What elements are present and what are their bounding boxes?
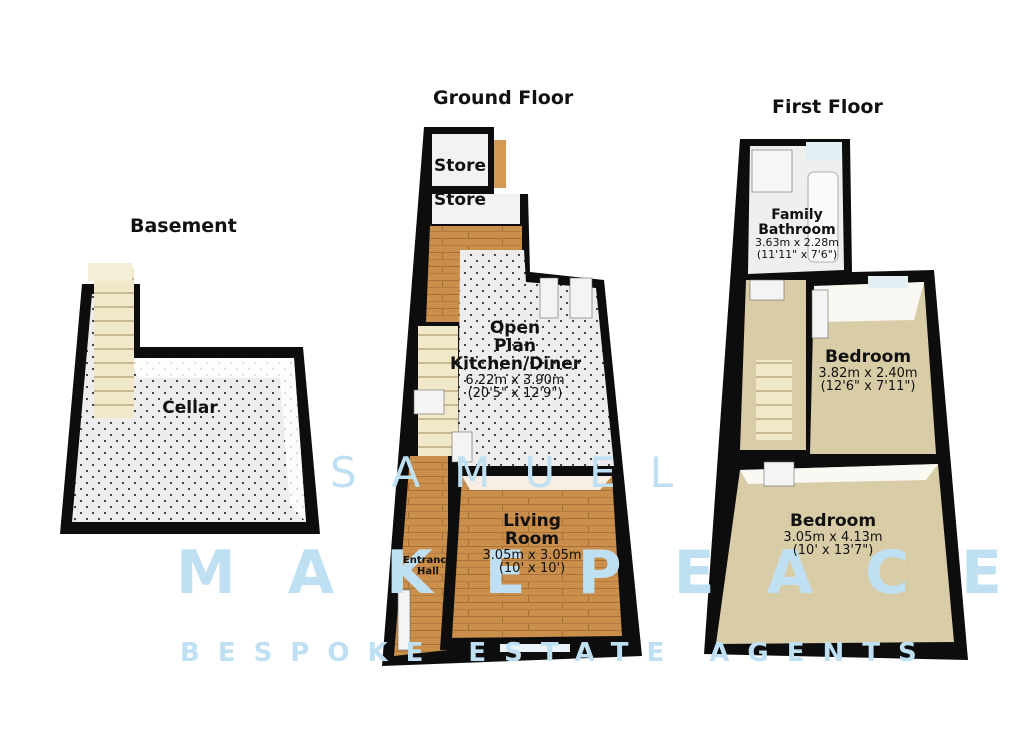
bathroom-shower (751, 149, 793, 193)
bathroom-name-1: Family (771, 207, 823, 223)
bedroom-large-imperial: (10' x 13'7") (792, 543, 874, 559)
cellar-inner-wall-shade (130, 358, 294, 378)
bathroom-window (806, 142, 842, 160)
bedroom-large-floor (716, 464, 954, 644)
kitchen-name-2: Plan (494, 335, 536, 356)
kitchen-diner-label: Open Plan Kitchen/Diner 6.22m x 3.90m (2… (450, 318, 582, 402)
bathroom-metric: 3.63m x 2.28m (755, 236, 839, 250)
kitchen-metric: 6.22m x 3.90m (465, 372, 565, 388)
first-floor-title: First Floor (772, 96, 883, 118)
bathroom-imperial: (11'11" x 7'6") (756, 247, 838, 261)
living-room-floor (452, 476, 622, 638)
entrance-hall-label: Entrance Hall (400, 555, 456, 577)
bathroom-door (749, 279, 785, 301)
ground-floor-plan (382, 127, 642, 666)
store-upper-label: Store (428, 156, 492, 176)
bedroom-small-name: Bedroom (824, 347, 912, 367)
living-name-1: Living (503, 511, 561, 531)
cellar-stairs-top (88, 263, 132, 281)
kitchen-name-1: Open (489, 318, 541, 338)
watermark-line-1: SAMUEL (330, 448, 708, 497)
living-room-wall-shade (462, 476, 612, 490)
basement-plan (60, 263, 320, 534)
store-upper-name: Store (434, 156, 486, 176)
bedroom-large-metric: 3.05m x 4.13m (783, 529, 883, 545)
bedroom-small-metric: 3.82m x 2.40m (818, 365, 918, 381)
store-lower-floor (432, 194, 520, 224)
cellar-label: Cellar (150, 398, 230, 418)
living-name-2: Room (504, 528, 560, 549)
bedroom-small-door (811, 289, 829, 339)
bathroom-label: Family Bathroom 3.63m x 2.28m (11'11" x … (744, 208, 850, 260)
cellar-name: Cellar (162, 398, 218, 418)
watermark-line-2: MAKEPEACE (176, 538, 1024, 608)
living-window (500, 644, 570, 652)
bedroom-large-name: Bedroom (789, 511, 877, 531)
cellar-stairs (94, 268, 134, 418)
store-upper-floor (432, 134, 488, 186)
store-lower-label: Store (428, 190, 492, 210)
first-stairs (756, 360, 792, 440)
bedroom-small-wall-shade (814, 282, 924, 322)
bedroom-door (763, 461, 795, 487)
living-door (451, 431, 473, 463)
living-imperial: (10' x 10') (498, 561, 566, 577)
ground-floor-title: Ground Floor (433, 87, 574, 109)
cellar-side-wall-shade (280, 358, 306, 522)
basement-title: Basement (130, 215, 237, 237)
bedroom-large-label: Bedroom 3.05m x 4.13m (10' x 13'7") (770, 511, 896, 559)
watermark-line-3: BESPOKE ESTATE AGENTS (180, 638, 935, 668)
kitchen-name-3: Kitchen/Diner (450, 353, 582, 374)
bathroom-bath (807, 171, 839, 263)
kitchen-door-2 (569, 277, 593, 319)
bathroom-name-2: Bathroom (758, 221, 836, 238)
entrance-name-1: Entrance (402, 555, 454, 566)
living-metric: 3.05m x 3.05m (482, 547, 582, 563)
entrance-name-2: Hall (417, 565, 439, 577)
bedroom-small-floor (810, 282, 936, 454)
bedroom-small-window (868, 276, 908, 288)
bedroom-small-imperial: (12'6" x 7'11") (820, 379, 916, 395)
kitchen-door (539, 277, 559, 319)
bedroom-small-label: Bedroom 3.82m x 2.40m (12'6" x 7'11") (808, 347, 928, 395)
living-room-label: Living Room 3.05m x 3.05m (10' x 10') (472, 511, 592, 577)
cellar-floor (72, 294, 306, 522)
store-door (494, 140, 506, 188)
first-floor-plan (704, 139, 968, 660)
kitchen-imperial: (20'5" x 12'9") (467, 386, 563, 402)
hall-door (413, 389, 445, 415)
front-door (397, 589, 411, 651)
store-lower-name: Store (434, 190, 486, 210)
